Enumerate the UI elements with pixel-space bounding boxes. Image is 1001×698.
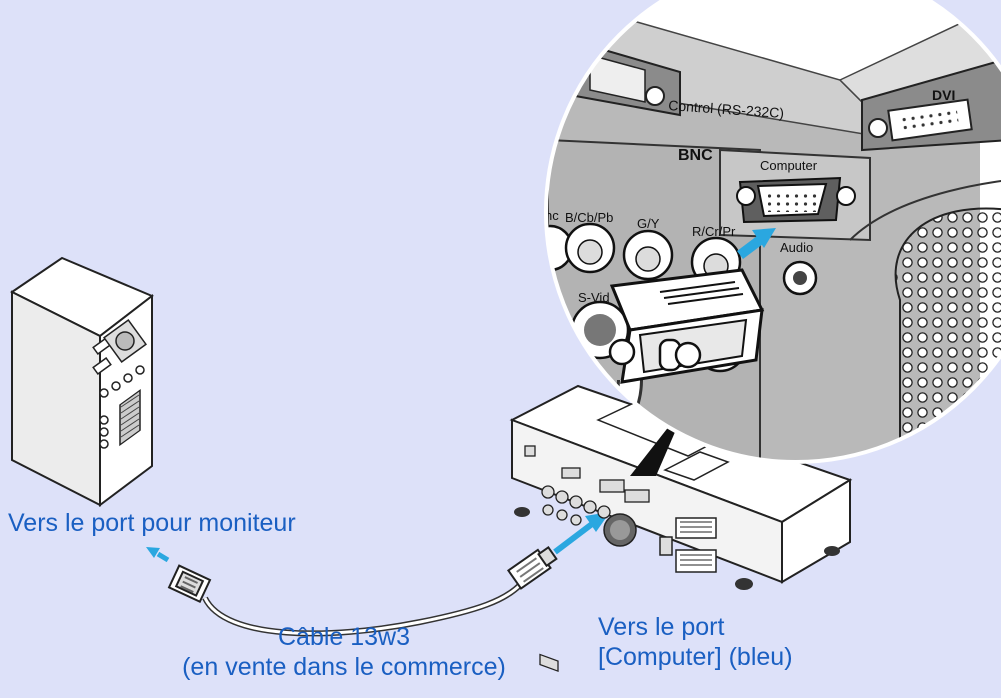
monitor-port-caption: Vers le port pour moniteur — [8, 508, 296, 538]
label-bnc-sync: nc — [545, 208, 559, 223]
monitor-port-caption-text: Vers le port pour moniteur — [8, 509, 296, 537]
label-bnc-g: G/Y — [637, 216, 660, 231]
cable-13w3 — [167, 545, 558, 637]
zoomed-plug — [608, 268, 765, 384]
computer-tower — [10, 256, 154, 507]
label-computer: Computer — [760, 158, 818, 173]
label-bnc-b: B/Cb/Pb — [565, 210, 613, 225]
cable-caption-line2: (en vente dans le commerce) — [182, 653, 506, 681]
cable-caption: Câble 13w3 (en vente dans le commerce) — [175, 622, 513, 682]
label-bnc-r: R/Cr/Pr — [692, 224, 736, 239]
computer-port-caption-line2: [Computer] (bleu) — [598, 643, 793, 671]
projector — [509, 384, 853, 672]
computer-port-caption: Vers le port [Computer] (bleu) — [598, 612, 793, 672]
label-dvi: DVI — [932, 87, 955, 103]
label-bnc: BNC — [678, 147, 713, 164]
label-audio: Audio — [780, 240, 813, 255]
arrow-to-monitor-port — [146, 547, 170, 563]
label-svideo: S-Vid — [578, 290, 610, 305]
computer-port-caption-line1: Vers le port — [598, 613, 725, 641]
cable-caption-line1: Câble 13w3 — [277, 623, 411, 651]
